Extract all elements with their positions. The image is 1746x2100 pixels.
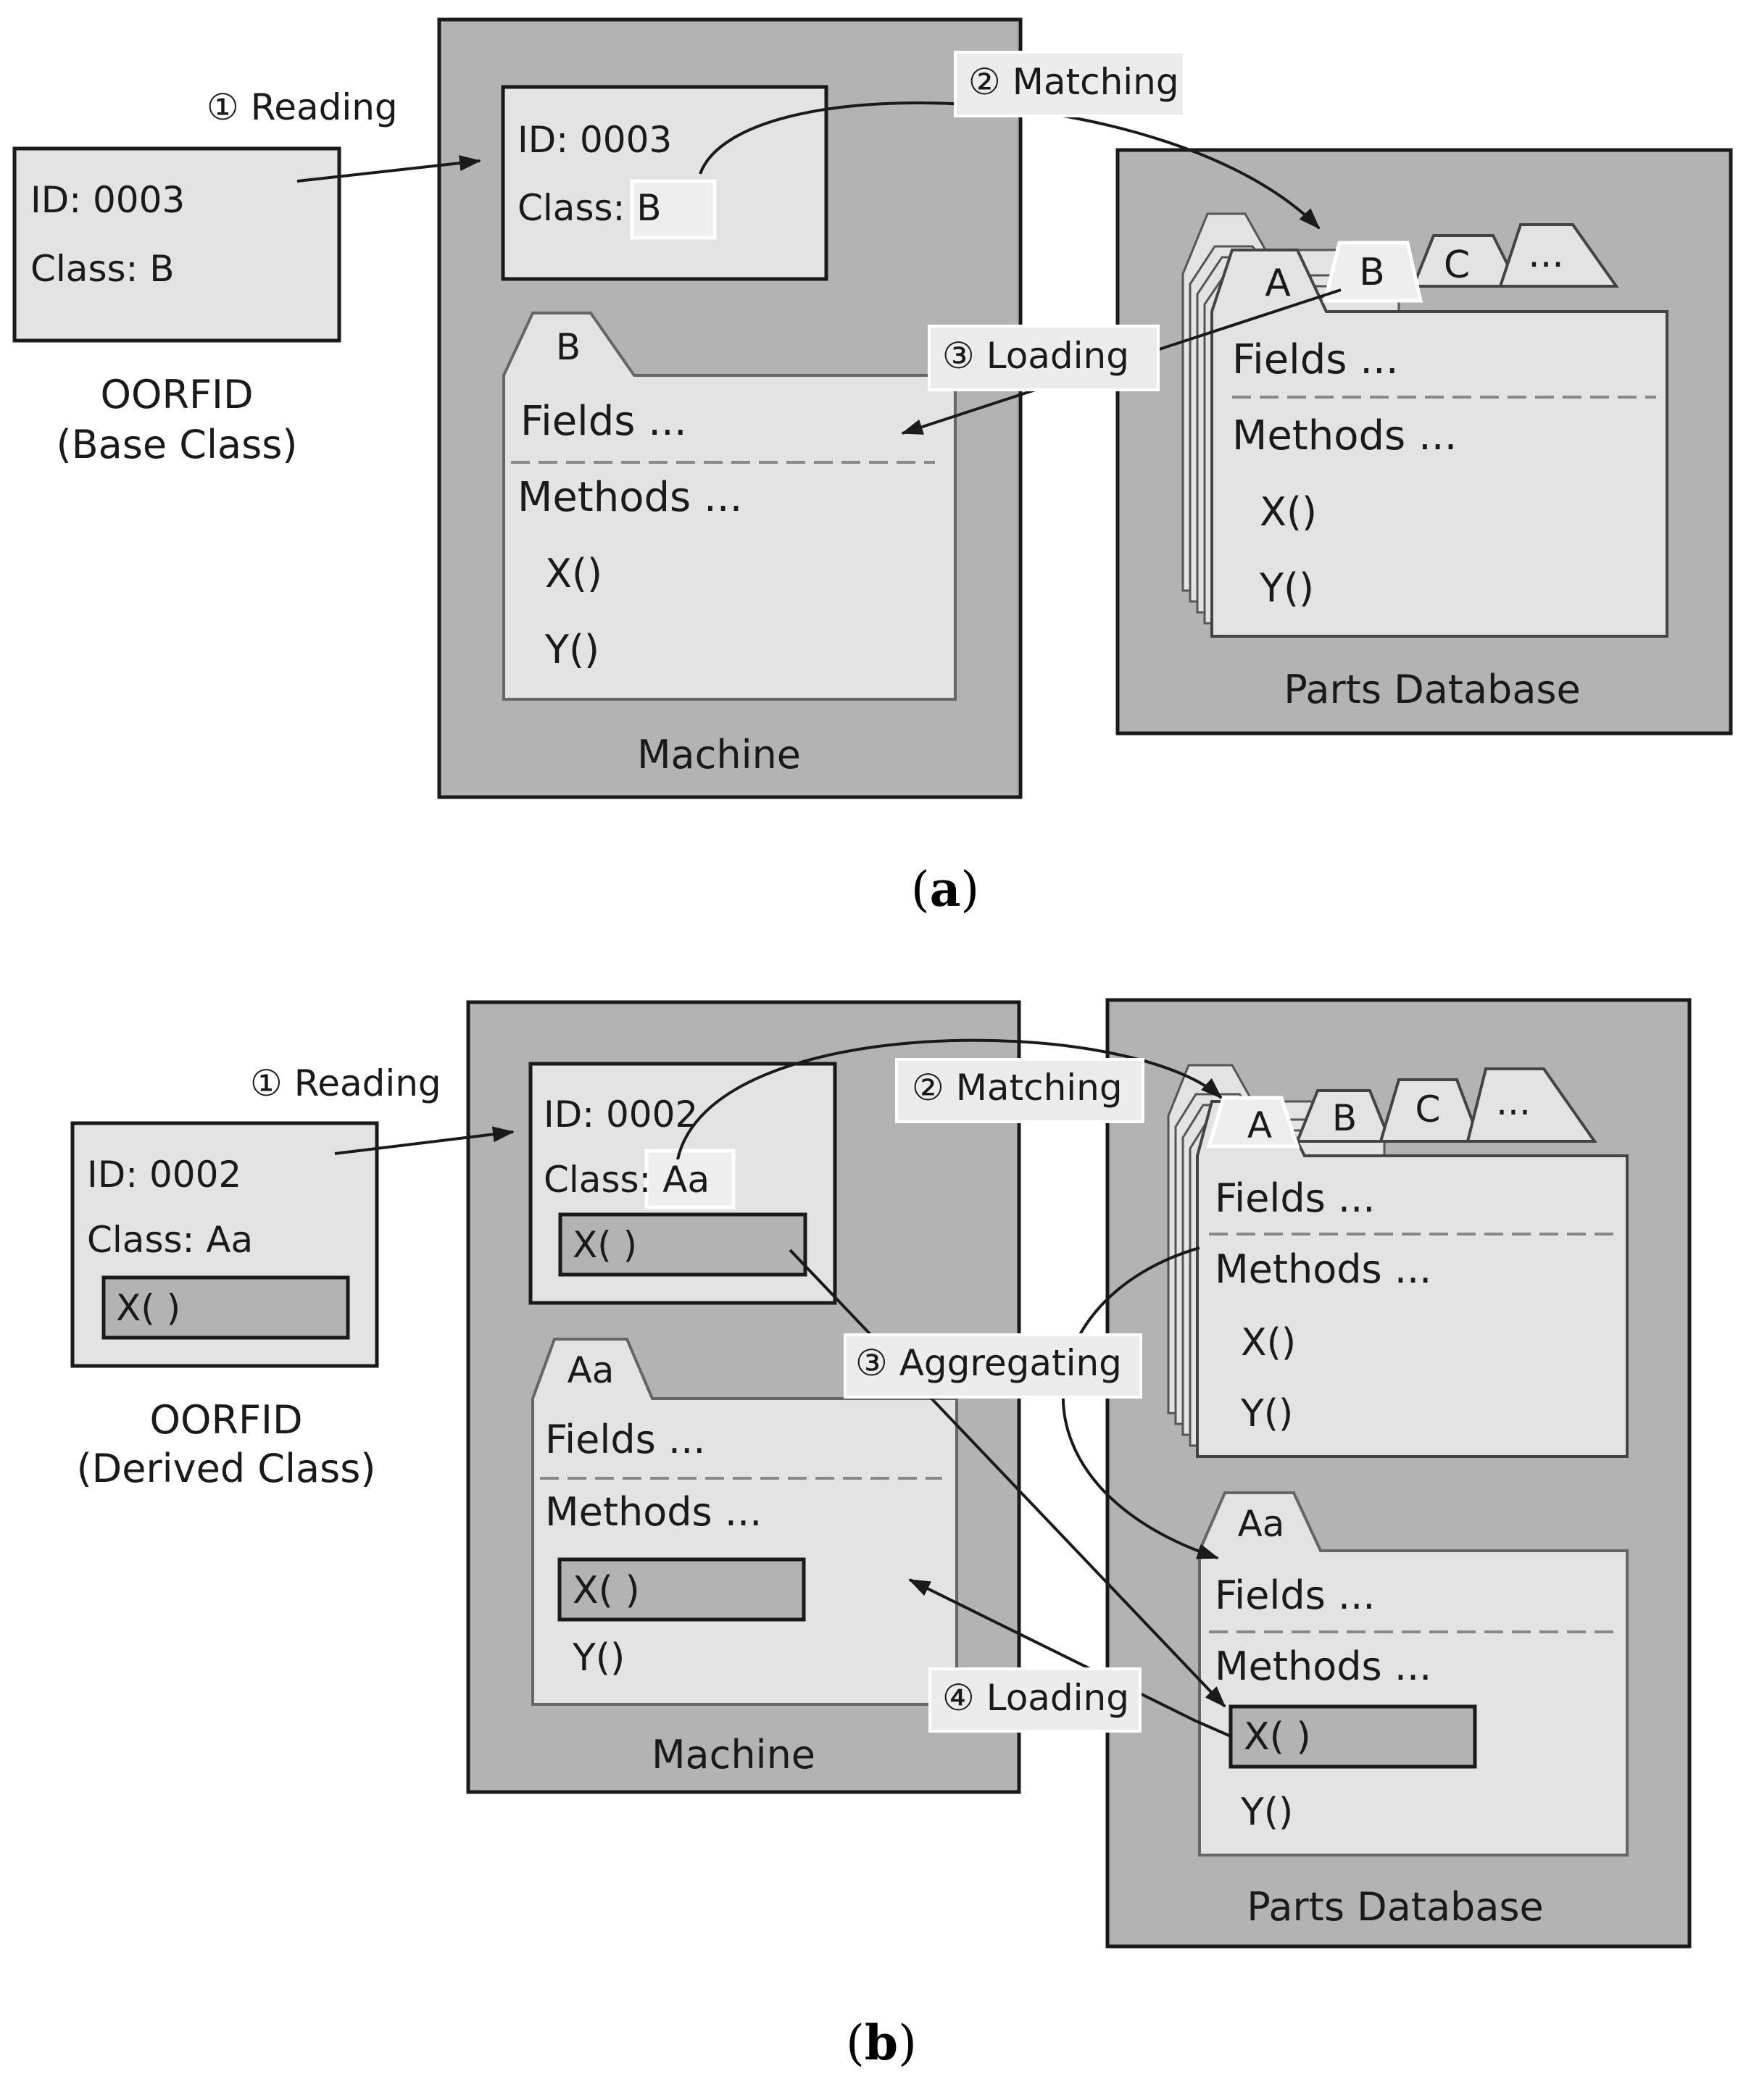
parts-database-b-container: A B C ... Fields ... Methods ... X() Y()… [1105, 998, 1692, 1949]
db-b-tab-a [1206, 1096, 1300, 1149]
db-b-method-y: Y() [1240, 1392, 1293, 1436]
db-b-fields: Fields ... [1215, 1175, 1375, 1221]
step-loading: ③ Loading [942, 335, 1129, 377]
arrow-reading [296, 155, 481, 183]
db-b-tab-more-label: ... [1496, 1081, 1531, 1123]
oorfid-b-title: OORFID [149, 1397, 302, 1443]
arrow-b-matching [676, 1038, 1223, 1160]
db-b-methods: Methods ... [1215, 1246, 1431, 1292]
step-b-loading: ④ Loading [942, 1677, 1129, 1719]
oorfid-b-subtitle: (Derived Class) [77, 1446, 376, 1491]
step-b-reading: ① Reading [250, 1062, 441, 1104]
db-b-tab-c [1379, 1078, 1482, 1143]
machine-container: ID: 0003 Class: B B Fields ... Methods .… [437, 17, 1023, 799]
caption-a: (a) [911, 861, 979, 917]
db-b-tab-b [1295, 1089, 1392, 1143]
machine-method-x: X() [545, 551, 602, 596]
oorfid-title: OORFID [100, 372, 253, 417]
machine-b-method-x-chip [557, 1557, 806, 1622]
panel-b: ID: 0002 Class: Aa X( ) OORFID (Derived … [70, 998, 1692, 2071]
arrow-b-reading [334, 1126, 515, 1155]
oorfid-derived-card: ID: 0002 Class: Aa X( ) [70, 1121, 379, 1368]
db-b-tab-b-label: B [1332, 1097, 1357, 1139]
machine-folder-tab: B [556, 326, 581, 368]
db-tab-c-label: C [1444, 243, 1470, 287]
db-method-x: X() [1260, 489, 1317, 535]
oorfid-b-class: Class: Aa [87, 1219, 253, 1261]
machine-b-chip-text: X( ) [573, 1224, 637, 1266]
db-b-method-x: X() [1241, 1321, 1296, 1364]
step-matching: ② Matching [968, 61, 1179, 103]
machine-methods: Methods ... [517, 474, 742, 521]
db-b-tab-more [1466, 1067, 1597, 1143]
db-b-aa-methods: Methods ... [1215, 1643, 1431, 1689]
step-b-aggregating: ③ Aggregating [855, 1342, 1122, 1384]
machine-b-fields: Fields ... [545, 1417, 705, 1462]
panel-a: ID: 0003 Class: B OORFID (Base Class) ID… [12, 17, 1733, 917]
db-tab-a-label: A [1265, 262, 1291, 305]
db-tab-b [1322, 241, 1423, 303]
oorfid-b-method-chip [101, 1275, 350, 1340]
caption-b: (b) [846, 2014, 917, 2071]
machine-method-y: Y() [544, 627, 599, 672]
oorfid-id: ID: 0003 [30, 179, 185, 221]
class-b-highlight [644, 1149, 736, 1209]
db-b-aa-method-y: Y() [1240, 1791, 1293, 1834]
db-tab-more [1498, 223, 1619, 288]
db-b-aa-method-x: X( ) [1244, 1715, 1311, 1759]
arrow-b-aggregating-line [789, 1249, 1226, 1708]
machine-b-id: ID: 0002 [544, 1093, 698, 1136]
db-b-tab-c-label: C [1415, 1088, 1441, 1130]
oorfid-base-card: ID: 0003 Class: B [12, 146, 341, 343]
db-fields: Fields ... [1232, 336, 1399, 383]
machine-fields: Fields ... [520, 398, 687, 445]
db-b-aa-method-x-chip [1229, 1704, 1477, 1769]
arrow-b-loading [908, 1578, 1231, 1738]
oorfid-b-id: ID: 0002 [87, 1154, 241, 1196]
db-tab-c [1411, 234, 1521, 288]
machine-b-method-chip [558, 1212, 807, 1277]
machine-b-label: Machine [652, 1732, 815, 1778]
db-tab-b-label: B [1359, 251, 1385, 294]
step-b-matching: ② Matching [912, 1067, 1123, 1109]
parts-database-container: A B C ... Fields ... Methods ... X() Y() [1115, 148, 1733, 736]
machine-b-method-x: X( ) [573, 1569, 640, 1612]
db-b-tab-a-label: A [1247, 1104, 1272, 1146]
oorfid-subtitle: (Base Class) [57, 422, 298, 467]
machine-b-class: Class: Aa [544, 1159, 710, 1201]
db-label: Parts Database [1284, 667, 1581, 712]
db-tab-more-label: ... [1528, 233, 1564, 276]
db-methods: Methods ... [1232, 412, 1457, 459]
db-b-label: Parts Database [1247, 1884, 1544, 1930]
machine-label: Machine [637, 732, 801, 778]
machine-class-folder [502, 312, 957, 701]
machine-id: ID: 0003 [517, 119, 672, 161]
machine-b-folder-tab: Aa [568, 1349, 615, 1391]
oorfid-class: Class: B [30, 248, 175, 290]
db-b-aa-fields: Fields ... [1215, 1572, 1375, 1618]
step-reading: ① Reading [207, 86, 398, 128]
db-front-folder [1210, 249, 1668, 638]
class-highlight [630, 179, 717, 240]
machine-b-methods: Methods ... [545, 1489, 762, 1535]
machine-class: Class: B [517, 187, 662, 229]
db-b-derived-tab: Aa [1238, 1503, 1285, 1545]
db-method-y: Y() [1259, 565, 1314, 611]
oorfid-b-method: X( ) [116, 1287, 180, 1329]
machine-b-method-y: Y() [572, 1636, 625, 1680]
